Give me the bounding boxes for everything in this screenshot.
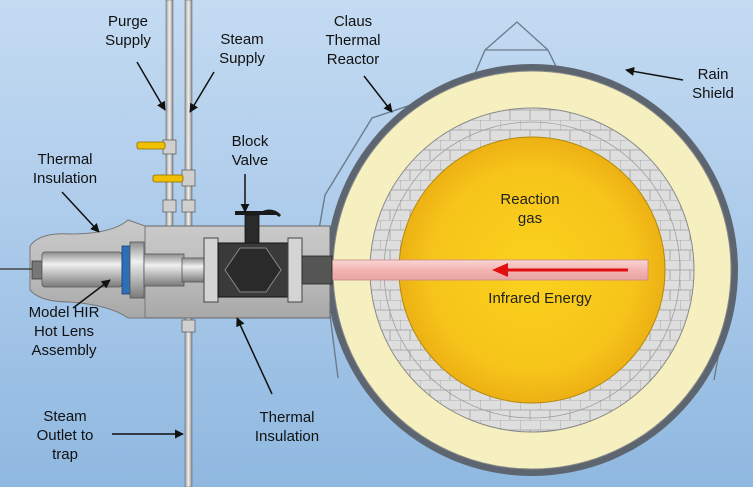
label-reaction-gas: Reaction gas [500,191,560,227]
label-steam-outlet: Steam Outlet to trap [36,408,94,463]
label-block-valve: Block Valve [231,133,269,169]
label-rain-shield: Rain Shield [692,66,734,102]
label-infrared-energy: Infrared Energy [488,290,592,307]
label-purge-supply: Purge Supply [105,13,151,49]
label-model-hir: Model HIR Hot Lens Assembly [28,304,100,359]
label-thermal-insulation-bottom: Thermal Insulation [254,409,320,445]
hot-lens-assembly [0,241,207,299]
label-steam-supply: Steam Supply [219,31,265,67]
block-valve [203,209,333,303]
label-claus-thermal-reactor: Claus Thermal Reactor [325,13,381,68]
supply-pipes [162,0,196,487]
label-thermal-insulation-top: Thermal Insulation [32,151,98,187]
supply-valve-handles [136,141,184,183]
leader-lines [61,61,684,439]
